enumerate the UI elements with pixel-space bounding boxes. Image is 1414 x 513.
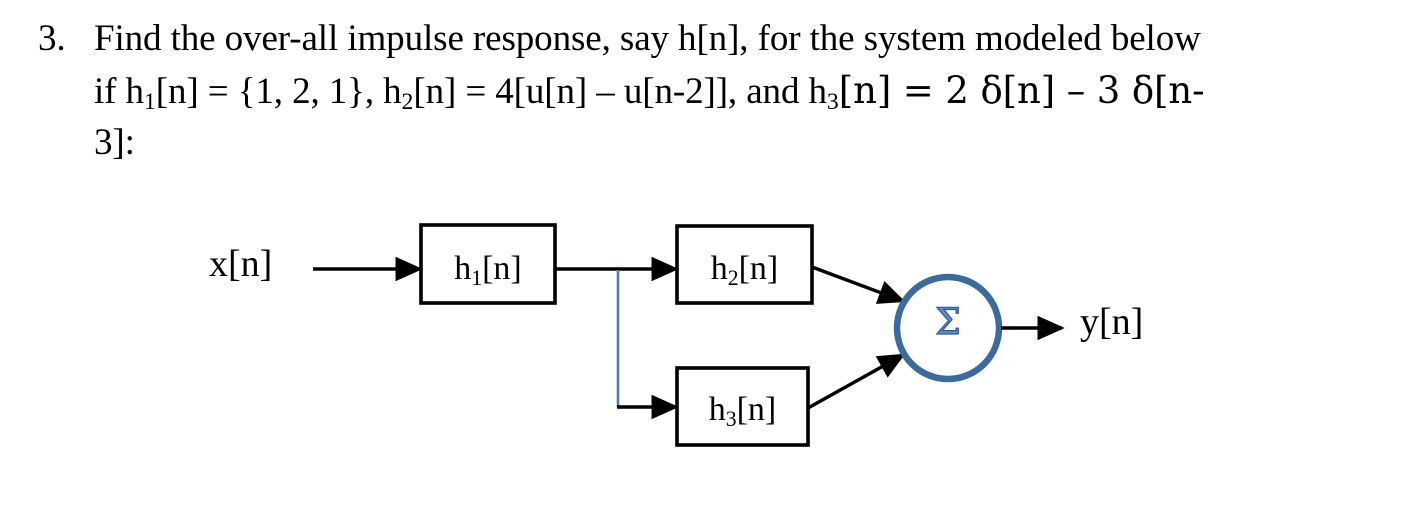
h3-tail: [n] — [736, 391, 777, 428]
question-line-2: if h1[n] = {1, 2, 1}, h2[n] = 4[u[n] – u… — [94, 69, 1205, 114]
q2-part-3: [n] = 4[u[n] – u[n-2]], and h — [413, 71, 827, 112]
block-h1 — [419, 223, 557, 305]
question-line-1: Find the over-all impulse response, say … — [94, 18, 1201, 59]
h2-tail: [n] — [738, 250, 779, 287]
q2-sub-1: 1 — [143, 89, 156, 116]
output-signal-label: y[n] — [1080, 301, 1144, 343]
h1-base: h — [454, 250, 472, 287]
block-h2 — [675, 224, 814, 305]
q2-part-2: [n] = {1, 2, 1}, h — [155, 71, 402, 112]
block-label-h3: h3[n] — [677, 391, 808, 430]
block-label-h2: h2[n] — [677, 250, 812, 289]
h3-base: h — [708, 391, 726, 428]
h1-tail: [n] — [482, 250, 522, 287]
q2-part-1: if h — [94, 71, 144, 112]
arrow-h2-to-summer — [811, 265, 906, 304]
diagram-canvas — [313, 223, 1065, 447]
question-line-3: 3]: — [94, 122, 135, 163]
q2-part-4: [n] = 2 δ[n] – 3 δ[n- — [838, 69, 1205, 112]
block-h3 — [675, 366, 810, 447]
block-label-h1: h1[n] — [421, 250, 555, 289]
input-signal-label: x[n] — [209, 243, 273, 285]
h2-subscript: 2 — [727, 265, 739, 290]
sigma-symbol: Σ — [935, 302, 962, 343]
q2-sub-2: 2 — [401, 89, 414, 116]
summing-junction-circle — [893, 273, 1003, 383]
h1-subscript: 1 — [471, 265, 483, 290]
h3-subscript: 3 — [725, 406, 737, 431]
h2-base: h — [710, 250, 728, 287]
arrow-h3-to-summer — [807, 353, 906, 410]
question-number: 3. — [38, 18, 66, 59]
block-diagram: x[n] h1[n] h2[n] h3[n] Σ y[n] — [0, 190, 1414, 513]
q2-sub-3: 3 — [826, 89, 839, 116]
